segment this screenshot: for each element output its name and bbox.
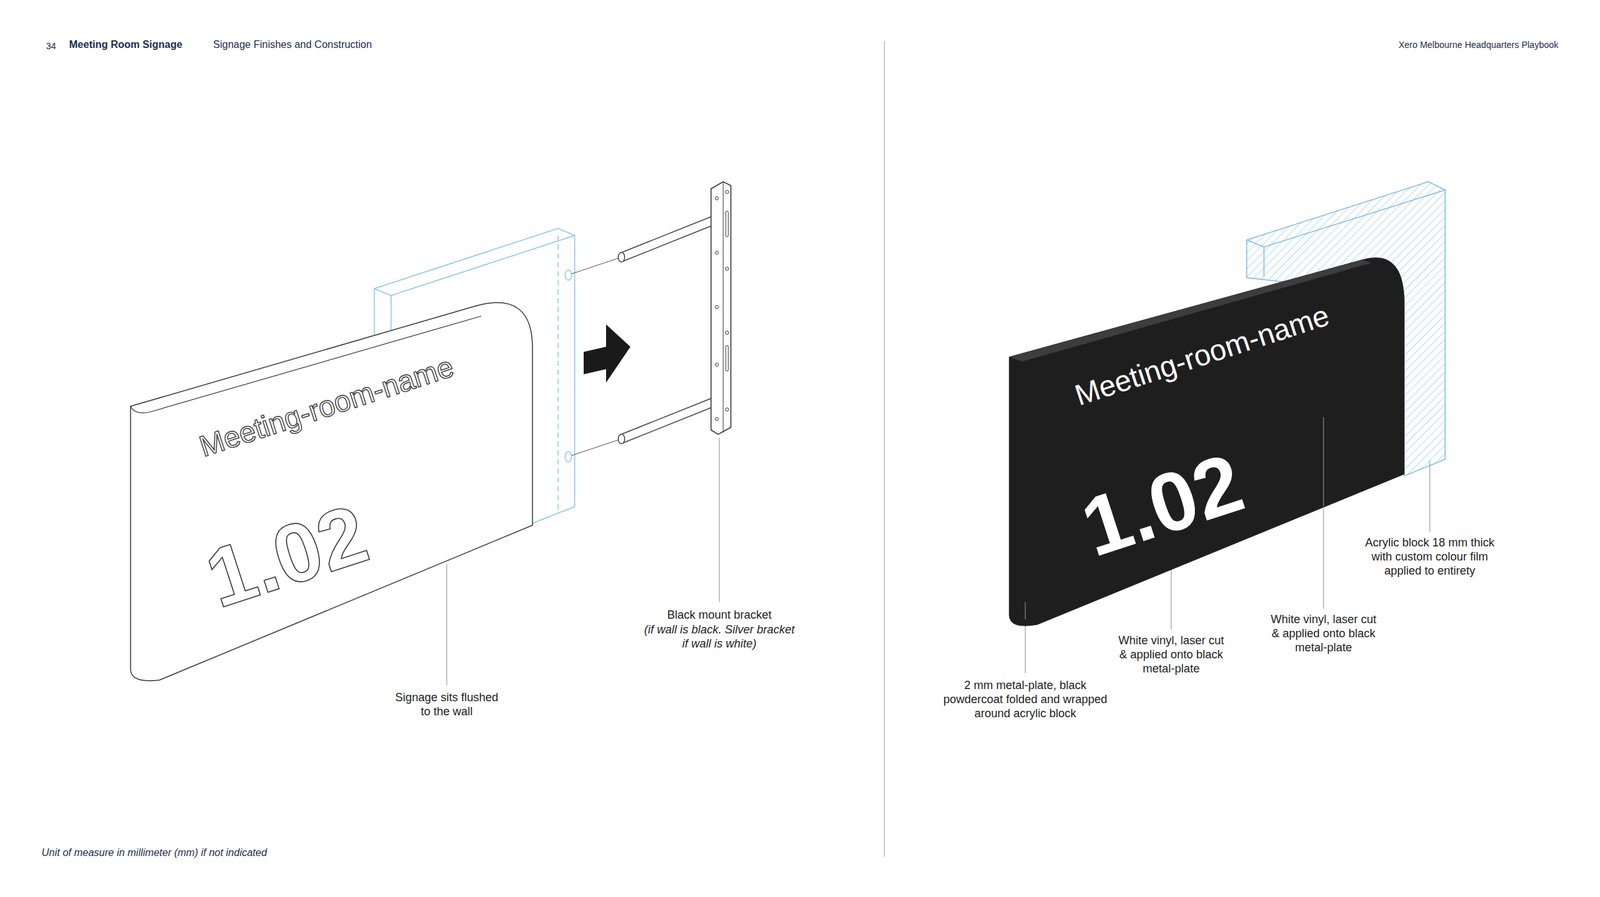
pin-hole bbox=[565, 270, 572, 281]
leader-line bbox=[1429, 460, 1431, 532]
bracket-hole bbox=[715, 305, 719, 310]
sign-shape bbox=[1009, 257, 1405, 629]
mount-pin bbox=[621, 399, 721, 440]
hidden-edge bbox=[557, 235, 559, 514]
guide-line bbox=[571, 257, 620, 274]
section-title: Meeting Room Signage bbox=[69, 37, 183, 52]
leader-line bbox=[1171, 569, 1172, 630]
callout-note: (if wall is black. Silver bracket if wal… bbox=[641, 622, 797, 651]
sign-panel: Meeting-room-name1.02 bbox=[1009, 257, 1405, 629]
mount-pin bbox=[621, 217, 721, 258]
acrylic-block-edge bbox=[1246, 190, 1446, 277]
sign-panel: Meeting-room-name1.02 bbox=[130, 303, 533, 688]
bracket-hole bbox=[715, 197, 719, 201]
sign-face bbox=[130, 302, 533, 681]
bracket-slot bbox=[725, 211, 729, 237]
sign-shape bbox=[130, 303, 533, 688]
page-number: 34 bbox=[46, 39, 57, 54]
pin-hole bbox=[565, 451, 572, 463]
callout-label: Black mount bracket bbox=[666, 608, 772, 623]
pin-end bbox=[618, 434, 625, 445]
page-divider bbox=[883, 40, 886, 857]
pin-end bbox=[618, 252, 625, 263]
mount-pin bbox=[621, 399, 721, 440]
callout-label: Signage sits flushed to the wall bbox=[391, 690, 502, 719]
mount-bracket bbox=[711, 181, 731, 435]
leader-line bbox=[1025, 602, 1026, 620]
guide-line bbox=[571, 439, 620, 456]
bracket-hole bbox=[715, 417, 719, 422]
mount-pin bbox=[621, 217, 721, 258]
leader-line bbox=[1323, 417, 1325, 507]
callout-label: Acrylic block 18 mm thick with custom co… bbox=[1361, 535, 1499, 578]
sign-face bbox=[1009, 257, 1405, 626]
section-subtitle: Signage Finishes and Construction bbox=[213, 37, 372, 52]
bracket-hole bbox=[725, 267, 729, 271]
footnote: Unit of measure in millimeter (mm) if no… bbox=[41, 846, 267, 861]
leader-line bbox=[719, 437, 720, 603]
leader-line bbox=[1025, 620, 1026, 674]
bracket-hole bbox=[715, 363, 719, 367]
leader-line bbox=[446, 564, 448, 686]
callout-label: White vinyl, laser cut & applied onto bl… bbox=[1115, 633, 1228, 676]
bracket-slot bbox=[725, 345, 729, 372]
bracket-hole bbox=[725, 331, 729, 335]
leader-line bbox=[1323, 507, 1325, 609]
bracket-hole bbox=[725, 408, 729, 412]
bracket-hole bbox=[725, 190, 729, 194]
direction-arrow bbox=[583, 324, 631, 383]
document-title: Xero Melbourne Headquarters Playbook bbox=[1398, 37, 1559, 52]
bracket-hole bbox=[715, 251, 719, 255]
callout-label: 2 mm metal-plate, black powdercoat folde… bbox=[938, 678, 1112, 721]
callout-label: White vinyl, laser cut & applied onto bl… bbox=[1267, 612, 1380, 655]
bracket-edge bbox=[723, 181, 724, 433]
